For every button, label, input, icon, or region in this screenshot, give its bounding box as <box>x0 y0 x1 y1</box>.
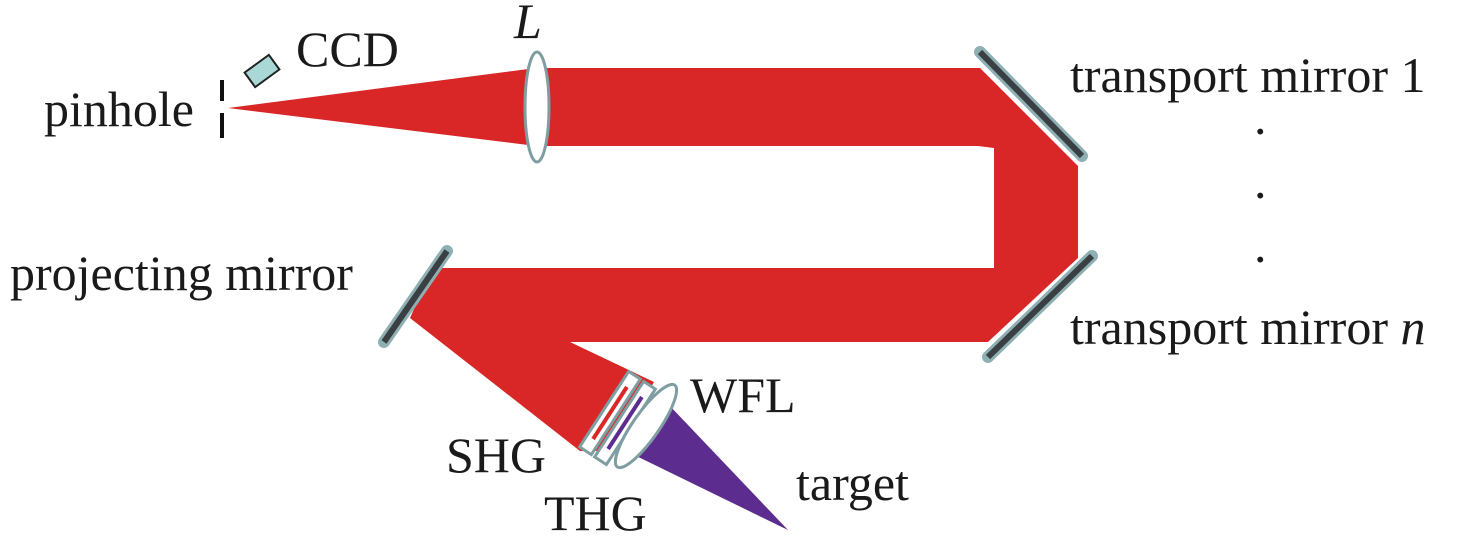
pinhole-label: pinhole <box>44 81 194 137</box>
transport-mirror-1-label: transport mirror 1 <box>1070 47 1425 103</box>
transport-mirror-n-index: n <box>1400 299 1425 355</box>
lens-l <box>523 50 551 164</box>
target-label: target <box>796 455 909 511</box>
lens-label: L <box>513 0 542 49</box>
thg-crystal <box>592 379 658 467</box>
ellipsis-dot-1: . <box>1254 89 1267 145</box>
focusing-beam-cone <box>228 68 536 146</box>
main-beam-path <box>410 68 1078 451</box>
ellipsis-dot-2: . <box>1254 153 1267 209</box>
projecting-mirror-label: projecting mirror <box>10 245 353 301</box>
shg-crystal <box>577 369 643 457</box>
wfl-label: WFL <box>690 367 796 423</box>
ellipsis-dot-3: . <box>1254 217 1267 273</box>
wfl-lens <box>613 382 679 470</box>
ccd-detector <box>243 53 281 89</box>
ccd-label: CCD <box>296 21 399 77</box>
transport-mirror-n-label: transport mirror n <box>1070 299 1425 355</box>
projecting-mirror <box>378 245 453 348</box>
thg-label: THG <box>544 485 647 541</box>
transport-mirror-n <box>982 250 1098 363</box>
transport-mirror-n-prefix: transport mirror <box>1070 299 1400 355</box>
violet-beam-cone <box>628 404 788 530</box>
shg-label: SHG <box>446 427 546 483</box>
transport-mirror-1 <box>974 46 1088 162</box>
